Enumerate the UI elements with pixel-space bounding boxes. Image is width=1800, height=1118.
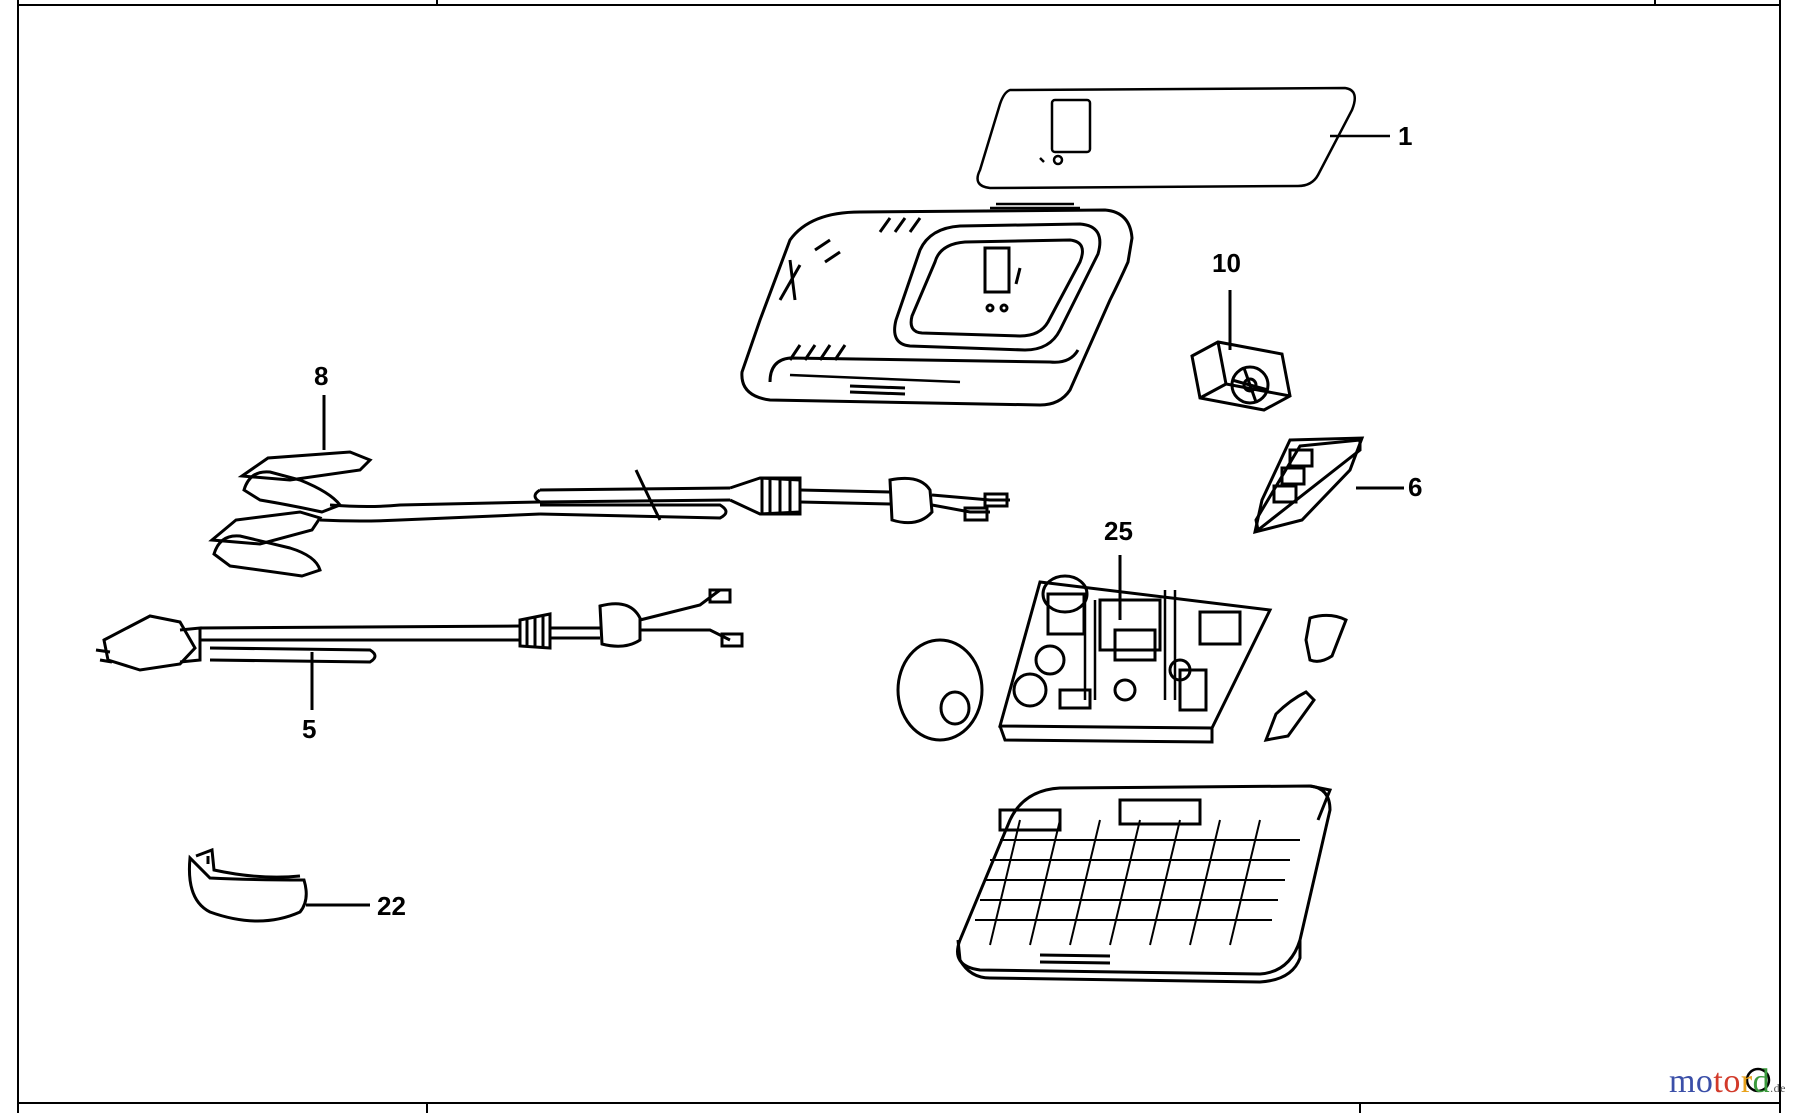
part-1-label-sticker — [976, 86, 1390, 190]
part-10-fan — [1190, 290, 1292, 412]
watermark-text-1: mo — [1668, 1063, 1714, 1100]
part-8-battery-clamp-cable — [208, 395, 1010, 578]
watermark-text-4: d — [1752, 1063, 1771, 1100]
part-5-mains-power-cord — [95, 588, 744, 710]
callout-6: 6 — [1408, 472, 1422, 502]
callout-5: 5 — [302, 714, 316, 744]
watermark-text-2: to — [1713, 1063, 1741, 1100]
callout-8: 8 — [314, 361, 328, 391]
callout-10: 10 — [1212, 248, 1241, 278]
copyright-mark-icon — [1745, 1067, 1771, 1093]
charger-top-housing — [740, 202, 1134, 407]
watermark-text-3: r — [1740, 1063, 1753, 1100]
callout-22: 22 — [377, 891, 406, 921]
callout-25: 25 — [1104, 516, 1133, 546]
part-25-main-pcb — [896, 555, 1348, 744]
watermark-suffix: .de — [1770, 1081, 1786, 1095]
watermark-logo: motord.de — [1669, 1063, 1786, 1101]
drawing-frame — [17, 0, 1781, 1113]
charger-bottom-housing — [956, 784, 1333, 984]
callout-1: 1 — [1398, 121, 1412, 151]
part-6-display-pcb — [1253, 436, 1404, 535]
part-22-strap — [187, 847, 370, 923]
